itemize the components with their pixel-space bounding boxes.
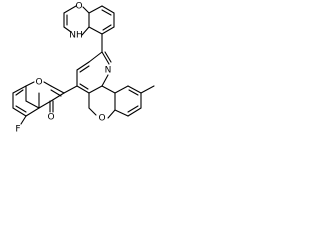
- bond: [15, 89, 24, 96]
- atom-label-oxazine-nh: NH: [69, 31, 83, 41]
- bond: [101, 26, 115, 35]
- bond: [102, 24, 112, 31]
- atom-label-oxazine-o: O: [75, 2, 82, 12]
- bond: [25, 107, 40, 117]
- bond: [63, 85, 78, 94]
- bond: [63, 26, 72, 33]
- bond: [107, 109, 116, 119]
- bond: [81, 26, 90, 36]
- bond: [50, 89, 62, 97]
- bond: [12, 107, 27, 117]
- bond: [79, 65, 90, 73]
- bond: [88, 85, 103, 94]
- atom-label-fluorine: F: [15, 125, 20, 135]
- bond: [12, 85, 27, 94]
- bond: [128, 89, 139, 96]
- bond: [127, 105, 139, 113]
- bond: [101, 5, 115, 14]
- atom-label-carbonyl-o: O: [47, 113, 54, 123]
- bond: [114, 109, 129, 117]
- bond: [25, 81, 35, 87]
- bond: [127, 107, 142, 117]
- atom-label-pyran-o: O: [98, 114, 105, 124]
- chromone-fragment: [12, 81, 65, 125]
- bond: [101, 85, 116, 94]
- bond: [101, 51, 110, 65]
- atom-labels: O NH N O O O F: [15, 2, 111, 135]
- bond: [50, 92, 65, 102]
- molecule-diagram: O NH N O O O F: [12, 2, 155, 135]
- pyridine-ring: [76, 51, 112, 94]
- bond: [15, 105, 27, 113]
- bond: [79, 83, 89, 90]
- bond: [88, 5, 103, 14]
- bond: [88, 26, 103, 35]
- bond: [50, 85, 65, 94]
- pyran-ring: [88, 85, 116, 119]
- bond: [101, 9, 112, 16]
- bond: [101, 74, 109, 87]
- methyl-bond: [140, 85, 155, 94]
- bond: [88, 107, 97, 116]
- bond: [114, 85, 129, 94]
- bond: [43, 81, 52, 87]
- atom-label-chromone-ring-o: O: [35, 78, 42, 88]
- bond: [82, 6, 90, 14]
- methyl-ring: [114, 85, 155, 117]
- bond: [76, 85, 90, 94]
- bond: [38, 100, 52, 109]
- atom-label-quinoline-n: N: [105, 66, 112, 76]
- bond: [25, 100, 40, 109]
- benzoxazine-fragment: [63, 5, 115, 53]
- bond: [104, 51, 112, 63]
- structure-canvas: O NH N O O O F: [0, 0, 173, 213]
- fluorine-bond: [20, 115, 27, 125]
- bond: [76, 61, 90, 71]
- bond: [127, 85, 142, 94]
- bond: [63, 5, 77, 14]
- bond: [88, 51, 103, 63]
